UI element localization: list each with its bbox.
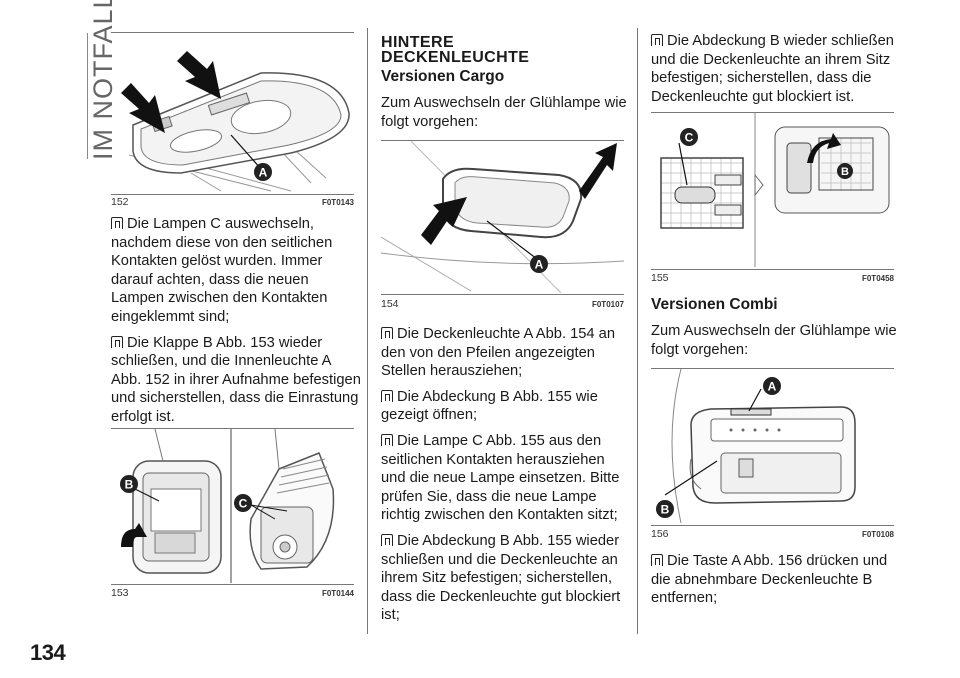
paragraph: Die Lampen C auswechseln, nachdem diese …: [111, 216, 333, 325]
figure-code: F0T0107: [591, 300, 624, 309]
section-heading: HINTERE DECKENLEUCHTE: [381, 34, 530, 66]
figure-155-callout-c: C: [685, 131, 694, 145]
paragraph: Die Abdeckung B Abb. 155 wieder schließe…: [381, 532, 621, 624]
bullet-icon: [651, 554, 663, 566]
bullet-icon: [381, 389, 393, 402]
figure-number: 156: [651, 528, 669, 540]
column-3-text-bottom: Die Taste A Abb. 156 drücken und die abn…: [651, 552, 899, 615]
figure-number: 154: [381, 298, 399, 310]
bullet-icon: [651, 34, 663, 46]
figure-code: F0T0143: [321, 198, 354, 207]
figure-code: F0T0108: [861, 530, 894, 539]
column-divider: [637, 28, 638, 634]
figure-154: A 154 F0T0107: [381, 140, 624, 312]
paragraph: Die Abdeckung B Abb. 155 wie gezeigt öff…: [381, 388, 598, 424]
figure-156: A B 156 F0T0108: [651, 368, 894, 543]
figure-156-illustration: A B: [651, 369, 894, 523]
bullet-icon: [381, 533, 393, 546]
figure-number: 152: [111, 196, 129, 208]
section-rule: [87, 33, 88, 159]
figure-153-illustration: B C: [111, 429, 354, 583]
column-2-steps: Die Deckenleuchte A Abb. 154 an den von …: [381, 325, 633, 632]
figure-153-callout-b: B: [125, 478, 134, 492]
column-1-text: Die Lampen C auswechseln, nachdem diese …: [111, 215, 361, 434]
bullet-icon: [381, 327, 393, 339]
figure-153-callout-c: C: [239, 497, 248, 511]
figure-152-illustration: A: [111, 33, 354, 193]
bullet-icon: [111, 335, 123, 348]
intro-combi: Zum Auswechseln der Glühlampe wie folgt …: [651, 323, 897, 358]
figure-155: C B 155 F0T0458: [651, 112, 894, 287]
figure-153: B C 153 F0T0144: [111, 428, 354, 603]
figure-154-illustration: A: [381, 141, 624, 293]
paragraph: Die Abdeckung B wieder schließen und die…: [651, 33, 894, 105]
column-divider: [367, 28, 368, 634]
bullet-icon: [111, 217, 123, 229]
paragraph: Die Taste A Abb. 156 drücken und die abn…: [651, 553, 888, 607]
figure-154-callout-a: A: [535, 258, 544, 272]
figure-155-callout-b: B: [841, 166, 849, 178]
figure-code: F0T0144: [321, 589, 354, 598]
figure-code: F0T0458: [861, 274, 894, 283]
figure-number: 153: [111, 587, 129, 599]
figure-156-callout-b: B: [661, 503, 670, 517]
page-number: 134: [30, 640, 66, 665]
figure-156-callout-a: A: [768, 380, 777, 394]
bullet-icon: [381, 433, 393, 446]
paragraph: Die Deckenleuchte A Abb. 154 an den von …: [381, 326, 616, 380]
paragraph: Die Klappe B Abb. 153 wieder schließen, …: [111, 334, 361, 425]
column-3-text-top: Die Abdeckung B wieder schließen und die…: [651, 32, 899, 113]
intro-cargo: Zum Auswechseln der Glühlampe wie folgt …: [381, 95, 627, 130]
figure-152-callout-a: A: [259, 166, 268, 180]
figure-152: A 152 F0T0143: [111, 32, 354, 210]
paragraph: Die Lampe C Abb. 155 aus den seitlichen …: [381, 432, 620, 524]
figure-number: 155: [651, 272, 669, 284]
figure-155-illustration: C B: [651, 113, 894, 267]
subheading-cargo: Versionen Cargo: [381, 68, 505, 85]
subheading-combi: Versionen Combi: [651, 296, 778, 313]
